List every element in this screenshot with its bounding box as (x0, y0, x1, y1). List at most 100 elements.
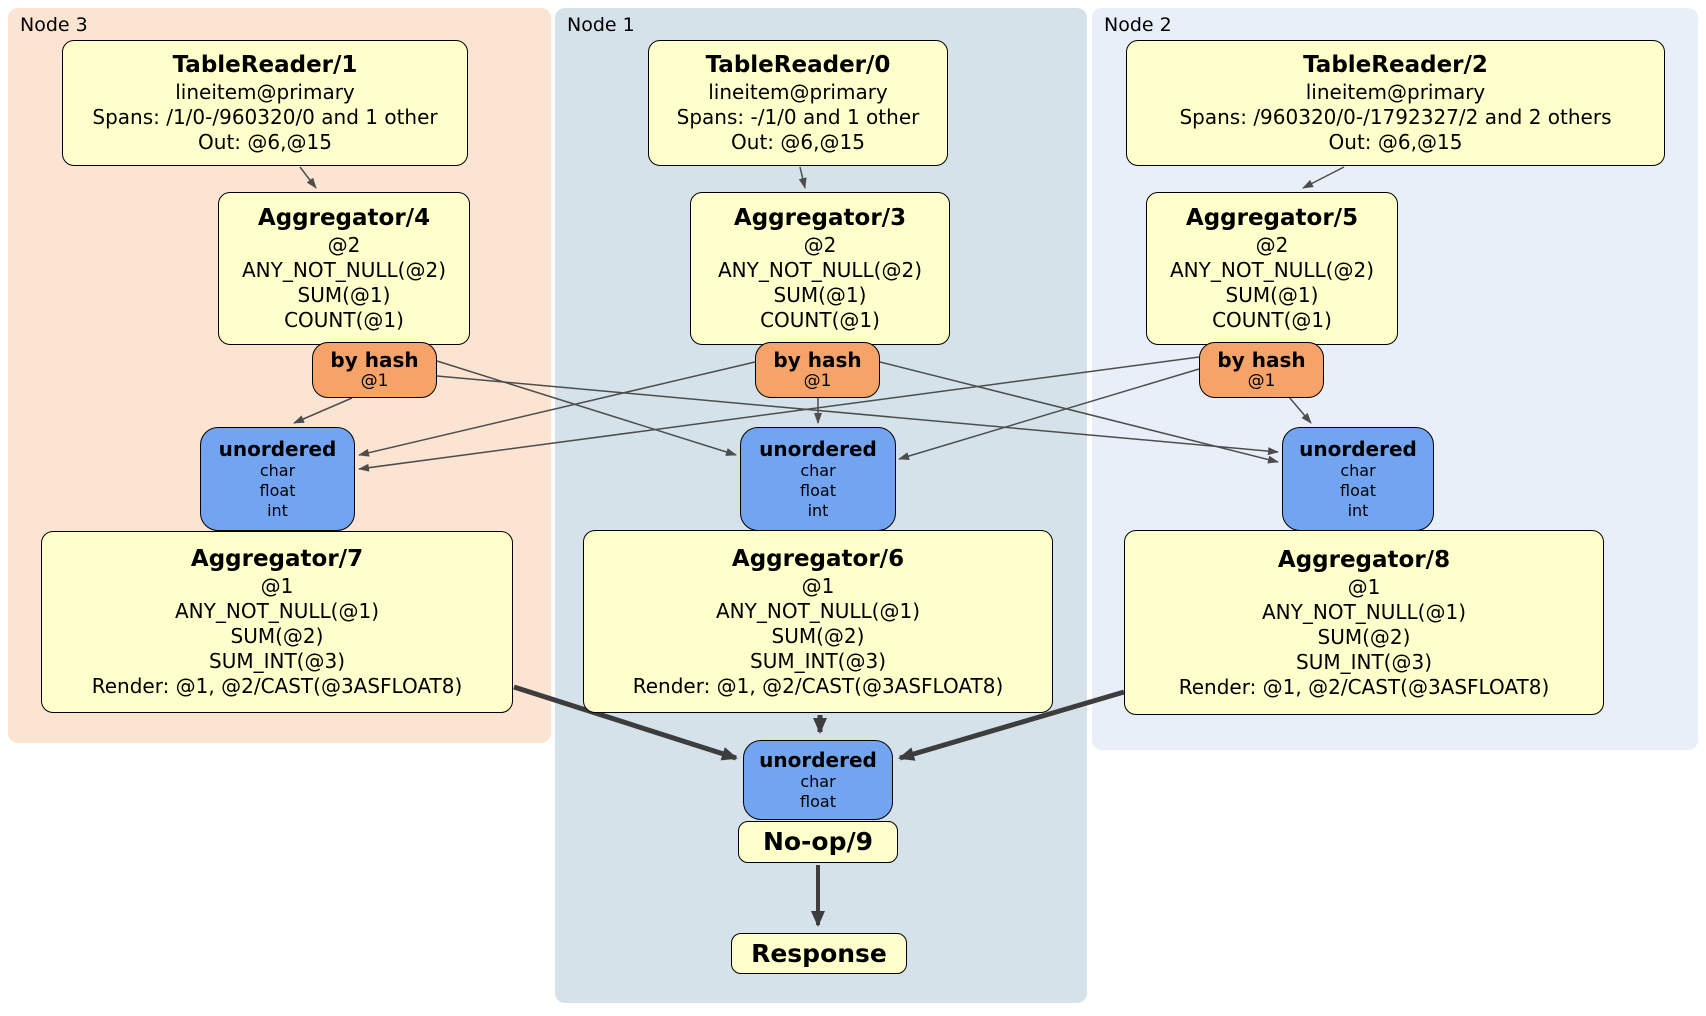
table-reader-0-box: TableReader/0 lineitem@primary Spans: -/… (648, 40, 948, 166)
sync-node1-col-1: char (800, 461, 836, 480)
unordered-sync-node2-label: unordered (1299, 437, 1417, 461)
aggregator-8-group-cols: @1 (1347, 574, 1381, 599)
aggregator-7-group-cols: @1 (260, 574, 294, 598)
aggregator-3-fn-3: COUNT(@1) (760, 308, 880, 332)
aggregator-8-fn-2: SUM(@2) (1317, 624, 1411, 649)
hash-router-node2: by hash @1 (1199, 342, 1324, 398)
edge-aggregator8-final-sync (898, 689, 1125, 761)
aggregator-4-box: Aggregator/4 @2 ANY_NOT_NULL(@2) SUM(@1)… (218, 192, 470, 345)
table-reader-0-title: TableReader/0 (705, 52, 891, 78)
aggregator-7-fn-3: SUM_INT(@3) (209, 649, 345, 673)
table-reader-1-out: Out: @6,@15 (198, 130, 332, 154)
noop-title: No-op/9 (762, 827, 874, 856)
hash-router-node3-label: by hash (330, 348, 419, 372)
aggregator-4-title: Aggregator/4 (257, 205, 431, 231)
edge-tablereader1-aggregator4 (299, 166, 317, 189)
table-reader-1-box: TableReader/1 lineitem@primary Spans: /1… (62, 40, 468, 166)
aggregator-8-fn-3: SUM_INT(@3) (1296, 649, 1432, 674)
sync-node3-col-2: float (259, 481, 296, 500)
sync-final-col-2: float (800, 792, 836, 811)
aggregator-7-title: Aggregator/7 (190, 546, 364, 572)
aggregator-8-box: Aggregator/8 @1 ANY_NOT_NULL(@1) SUM(@2)… (1124, 530, 1604, 715)
table-reader-0-index: lineitem@primary (708, 80, 888, 104)
sync-node1-col-3: int (807, 501, 829, 520)
edge-router1-sync3 (358, 361, 756, 457)
aggregator-6-render: Render: @1, @2/CAST(@3ASFLOAT8) (632, 673, 1004, 698)
sync-node1-col-2: float (800, 481, 836, 500)
edge-router1-sync2 (879, 361, 1279, 464)
edge-router3-sync1 (436, 360, 737, 456)
aggregator-5-title: Aggregator/5 (1185, 205, 1359, 231)
aggregator-4-fn-2: SUM(@1) (297, 283, 391, 307)
hash-router-node2-label: by hash (1217, 348, 1306, 372)
region-node-1-label: Node 1 (567, 14, 635, 36)
edge-router2-sync1 (898, 368, 1200, 460)
table-reader-1-title: TableReader/1 (172, 52, 358, 78)
sync-node3-col-1: char (259, 461, 296, 480)
aggregator-3-fn-2: SUM(@1) (773, 283, 867, 307)
unordered-sync-final-label: unordered (759, 748, 877, 772)
sync-node2-col-2: float (1340, 481, 1376, 500)
aggregator-6-fn-3: SUM_INT(@3) (750, 648, 886, 673)
response-box: Response (731, 933, 907, 974)
edge-tablereader0-aggregator3 (798, 166, 807, 189)
aggregator-5-box: Aggregator/5 @2 ANY_NOT_NULL(@2) SUM(@1)… (1146, 192, 1398, 345)
sync-node2-col-3: int (1347, 501, 1369, 520)
table-reader-0-out: Out: @6,@15 (731, 130, 865, 154)
aggregator-6-box: Aggregator/6 @1 ANY_NOT_NULL(@1) SUM(@2)… (583, 530, 1053, 713)
edge-aggregator7-final-sync (513, 684, 738, 761)
sync-node2-col-1: char (1340, 461, 1376, 480)
unordered-sync-node1-label: unordered (759, 437, 877, 461)
aggregator-4-fn-3: COUNT(@1) (284, 308, 404, 332)
table-reader-2-index: lineitem@primary (1305, 80, 1486, 104)
hash-router-node1-cols: @1 (803, 371, 832, 391)
aggregator-8-render: Render: @1, @2/CAST(@3ASFLOAT8) (1178, 674, 1550, 699)
hash-router-node3: by hash @1 (312, 342, 437, 398)
aggregator-7-box: Aggregator/7 @1 ANY_NOT_NULL(@1) SUM(@2)… (41, 531, 513, 713)
table-reader-2-box: TableReader/2 lineitem@primary Spans: /9… (1126, 40, 1665, 166)
edge-router3-sync2 (436, 375, 1279, 456)
aggregator-6-title: Aggregator/6 (731, 545, 905, 572)
aggregator-4-fn-1: ANY_NOT_NULL(@2) (242, 258, 446, 282)
aggregator-5-group-cols: @2 (1255, 233, 1289, 257)
aggregator-8-fn-1: ANY_NOT_NULL(@1) (1262, 599, 1466, 624)
region-node-3-label: Node 3 (20, 14, 88, 36)
table-reader-2-out: Out: @6,@15 (1328, 130, 1463, 154)
aggregator-7-fn-1: ANY_NOT_NULL(@1) (175, 599, 379, 623)
hash-router-node1: by hash @1 (755, 342, 880, 398)
table-reader-1-spans: Spans: /1/0-/960320/0 and 1 other (92, 105, 438, 129)
table-reader-1-index: lineitem@primary (175, 80, 355, 104)
table-reader-2-spans: Spans: /960320/0-/1792327/2 and 2 others (1179, 105, 1612, 129)
hash-router-node2-cols: @1 (1247, 371, 1276, 391)
aggregator-3-fn-1: ANY_NOT_NULL(@2) (718, 258, 922, 282)
sync-node3-col-3: int (267, 501, 288, 520)
unordered-sync-node3-label: unordered (218, 437, 337, 461)
unordered-sync-node3: unordered char float int (200, 427, 355, 531)
aggregator-4-group-cols: @2 (327, 233, 361, 257)
aggregator-5-fn-2: SUM(@1) (1225, 283, 1319, 307)
aggregator-3-box: Aggregator/3 @2 ANY_NOT_NULL(@2) SUM(@1)… (690, 192, 950, 345)
aggregator-5-fn-1: ANY_NOT_NULL(@2) (1170, 258, 1374, 282)
hash-router-node3-cols: @1 (360, 371, 389, 391)
edge-tablereader2-aggregator5 (1302, 166, 1345, 189)
edge-router3-sync3 (293, 397, 353, 424)
edge-router2-sync2 (1288, 396, 1312, 424)
aggregator-6-group-cols: @1 (801, 573, 835, 598)
region-node-2-label: Node 2 (1104, 14, 1172, 36)
response-title: Response (751, 938, 887, 968)
sync-final-col-1: char (800, 772, 836, 791)
aggregator-3-title: Aggregator/3 (733, 205, 907, 231)
aggregator-3-group-cols: @2 (803, 233, 837, 257)
unordered-sync-final: unordered char float (743, 740, 893, 820)
unordered-sync-node2: unordered char float int (1282, 427, 1434, 531)
hash-router-node1-label: by hash (773, 348, 862, 372)
table-reader-2-title: TableReader/2 (1303, 52, 1488, 78)
edge-router2-sync3 (358, 356, 1200, 472)
aggregator-7-render: Render: @1, @2/CAST(@3ASFLOAT8) (91, 674, 463, 698)
noop-box: No-op/9 (738, 821, 898, 863)
aggregator-6-fn-1: ANY_NOT_NULL(@1) (716, 598, 920, 623)
aggregator-5-fn-3: COUNT(@1) (1212, 308, 1332, 332)
aggregator-7-fn-2: SUM(@2) (230, 624, 324, 648)
